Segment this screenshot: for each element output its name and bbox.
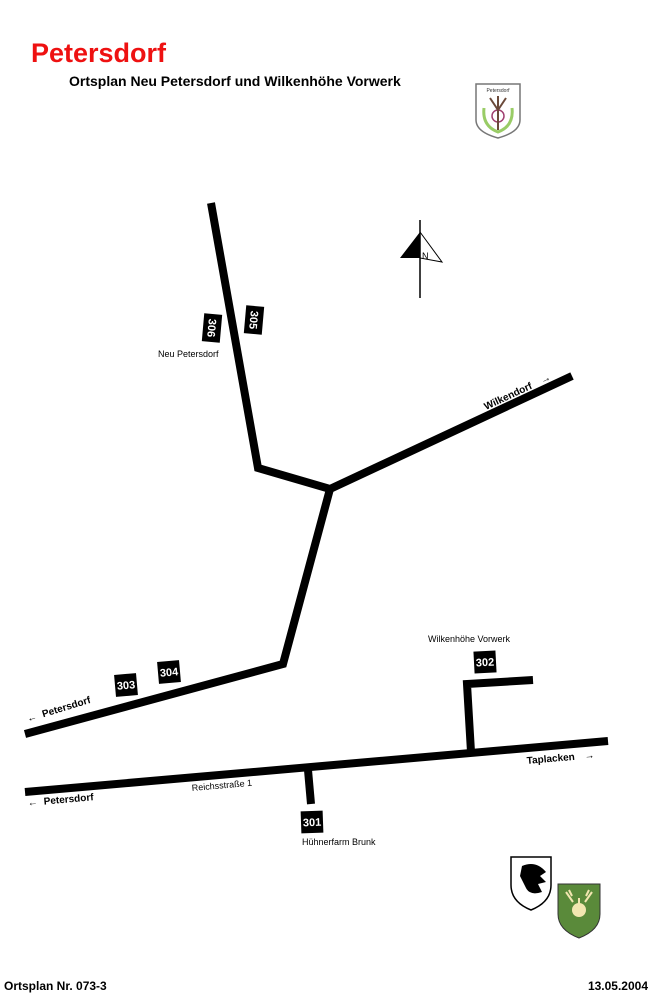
map-subtitle: Ortsplan Neu Petersdorf und Wilkenhöhe V… bbox=[69, 73, 401, 89]
arrow-right-icon: → bbox=[539, 372, 553, 386]
house-number-303: 303 bbox=[114, 673, 138, 697]
north-arrow-icon: N bbox=[400, 220, 444, 298]
road-huehnerfarm bbox=[304, 769, 315, 805]
label-huehnerfarm-brunk: Hühnerfarm Brunk bbox=[302, 837, 376, 847]
label-wilkenhoehe-vorwerk: Wilkenhöhe Vorwerk bbox=[428, 634, 511, 644]
plan-date: 13.05.2004 bbox=[587, 979, 648, 993]
house-number-304: 304 bbox=[157, 660, 181, 684]
label-neu-petersdorf: Neu Petersdorf bbox=[158, 349, 219, 359]
stag-coat-of-arms bbox=[557, 883, 601, 939]
house-number-302: 302 bbox=[473, 650, 497, 674]
svg-text:Petersdorf: Petersdorf bbox=[486, 88, 510, 94]
north-label: N bbox=[422, 251, 429, 261]
svg-text:302: 302 bbox=[476, 657, 495, 670]
map-title: Petersdorf bbox=[31, 38, 167, 68]
road-reichsstrasse-1 bbox=[24, 737, 609, 796]
eagle-coat-of-arms bbox=[510, 856, 552, 911]
svg-text:Petersdorf: Petersdorf bbox=[43, 792, 94, 807]
svg-text:303: 303 bbox=[116, 679, 135, 693]
plan-number: Ortsplan Nr. 073-3 bbox=[4, 979, 107, 993]
arrow-left-icon: ← bbox=[27, 797, 38, 809]
house-number-306: 306 bbox=[201, 313, 223, 343]
roads bbox=[23, 202, 609, 805]
house-number-305: 305 bbox=[243, 305, 265, 335]
svg-text:304: 304 bbox=[159, 666, 179, 680]
road-neu-petersdorf-wilkendorf bbox=[207, 202, 574, 494]
road-wilkenhoehe bbox=[462, 676, 534, 753]
arrow-left-icon: ← bbox=[26, 711, 39, 724]
direction-taplacken: Taplacken → bbox=[526, 750, 595, 767]
svg-text:Taplacken: Taplacken bbox=[526, 752, 575, 767]
svg-text:305: 305 bbox=[246, 310, 260, 329]
svg-text:306: 306 bbox=[204, 318, 218, 337]
house-number-301: 301 bbox=[300, 810, 324, 834]
arrow-right-icon: → bbox=[584, 750, 595, 762]
svg-text:301: 301 bbox=[303, 817, 322, 830]
road-to-petersdorf bbox=[23, 487, 334, 738]
direction-petersdorf-lower: ← Petersdorf bbox=[27, 792, 94, 809]
petersdorf-coat-of-arms: Petersdorf bbox=[475, 83, 521, 139]
